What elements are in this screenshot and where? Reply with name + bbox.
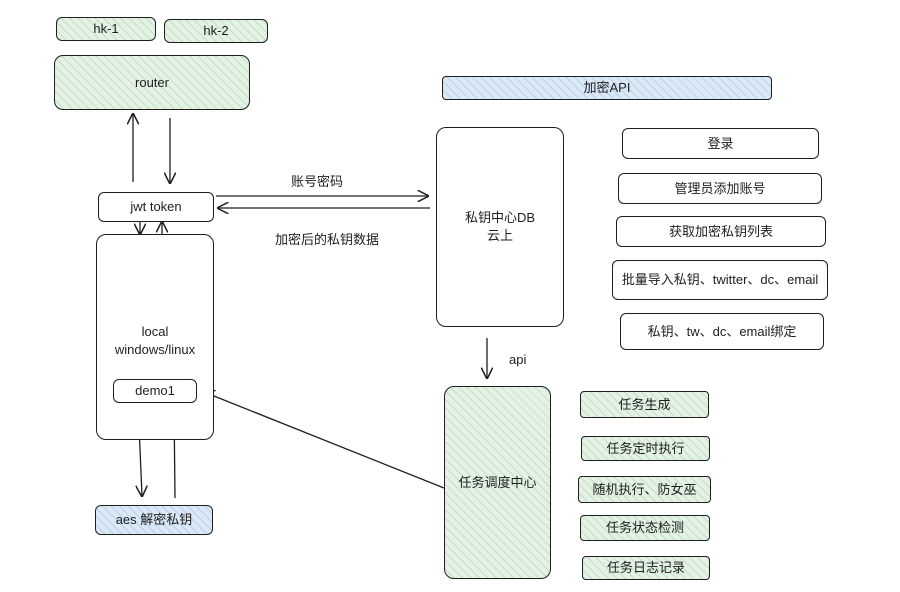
- api-item-bulk-import-label: 批量导入私钥、twitter、dc、email: [621, 272, 819, 288]
- aes-decrypt-node: aes 解密私钥: [95, 505, 213, 535]
- jwt-token-node: jwt token: [98, 192, 214, 222]
- edge-label-encrypted-keys: 加密后的私钥数据: [275, 232, 380, 247]
- server-hk-2-label: hk-2: [203, 23, 229, 39]
- api-item-binding-label: 私钥、tw、dc、email绑定: [647, 323, 797, 339]
- api-item-get-key-list-label: 获取加密私钥列表: [668, 223, 773, 239]
- api-item-login-label: 登录: [707, 135, 734, 151]
- router-label: router: [135, 74, 169, 90]
- local-client-node: local windows/linux: [96, 234, 214, 440]
- task-item-log-record: 任务日志记录: [582, 556, 710, 580]
- task-item-random-anti-sybil: 随机执行、防女巫: [578, 476, 711, 503]
- edge-label-account-password: 账号密码: [291, 174, 344, 189]
- edge-label-api: api: [509, 352, 527, 367]
- task-item-log-record-label: 任务日志记录: [606, 560, 685, 576]
- api-item-admin-add-account-label: 管理员添加账号: [674, 180, 766, 196]
- api-item-login: 登录: [622, 128, 819, 159]
- api-item-get-key-list: 获取加密私钥列表: [616, 216, 826, 247]
- encrypt-api-header-label: 加密API: [583, 80, 631, 96]
- api-item-bulk-import: 批量导入私钥、twitter、dc、email: [612, 260, 828, 300]
- router-node: router: [54, 55, 250, 110]
- demo1-label: demo1: [135, 383, 175, 399]
- server-hk-1-label: hk-1: [93, 21, 119, 37]
- encrypt-api-header: 加密API: [442, 76, 772, 100]
- server-hk-1: hk-1: [56, 17, 156, 41]
- jwt-token-label: jwt token: [130, 199, 182, 215]
- task-item-status-check-label: 任务状态检测: [605, 520, 684, 536]
- aes-decrypt-label: aes 解密私钥: [115, 512, 193, 528]
- key-center-db-label: 私钥中心DB 云上: [464, 210, 536, 243]
- task-item-generate: 任务生成: [580, 391, 709, 418]
- task-scheduler-label: 任务调度中心: [458, 474, 537, 490]
- task-item-generate-label: 任务生成: [618, 396, 671, 412]
- task-item-random-anti-sybil-label: 随机执行、防女巫: [592, 481, 697, 497]
- task-item-scheduled-run-label: 任务定时执行: [606, 440, 685, 456]
- local-client-label: local windows/linux: [114, 324, 196, 357]
- arrow-scheduler-to-demo1: [204, 392, 445, 489]
- task-item-status-check: 任务状态检测: [580, 515, 710, 541]
- api-item-admin-add-account: 管理员添加账号: [618, 173, 822, 204]
- demo1-node: demo1: [113, 379, 197, 403]
- server-hk-2: hk-2: [164, 19, 268, 43]
- task-scheduler-node: 任务调度中心: [444, 386, 551, 579]
- api-item-binding: 私钥、tw、dc、email绑定: [620, 313, 824, 350]
- task-item-scheduled-run: 任务定时执行: [581, 436, 710, 461]
- key-center-db-node: 私钥中心DB 云上: [436, 127, 564, 327]
